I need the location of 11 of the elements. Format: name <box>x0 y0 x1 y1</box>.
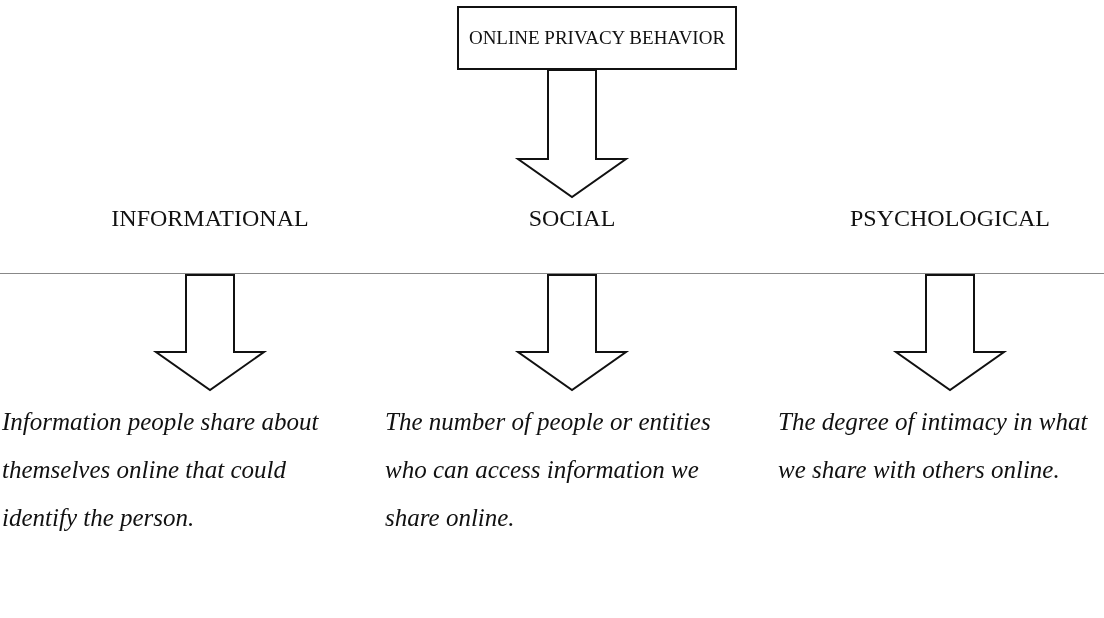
category-label: INFORMATIONAL <box>80 205 340 232</box>
category-label: SOCIAL <box>472 205 672 232</box>
block-arrow <box>152 274 268 392</box>
category-label: PSYCHOLOGICAL <box>810 205 1090 232</box>
description-text: The number of people or entities who can access information we share online. <box>385 398 725 542</box>
description-text: The degree of intimacy in what we share with others online. <box>778 398 1104 494</box>
block-arrow <box>514 69 630 199</box>
description-text: Information people share about themselves online that could identify the person. <box>2 398 337 542</box>
title-box: ONLINE PRIVACY BEHAVIOR <box>457 6 737 70</box>
block-arrow <box>514 274 630 392</box>
block-arrow <box>892 274 1008 392</box>
